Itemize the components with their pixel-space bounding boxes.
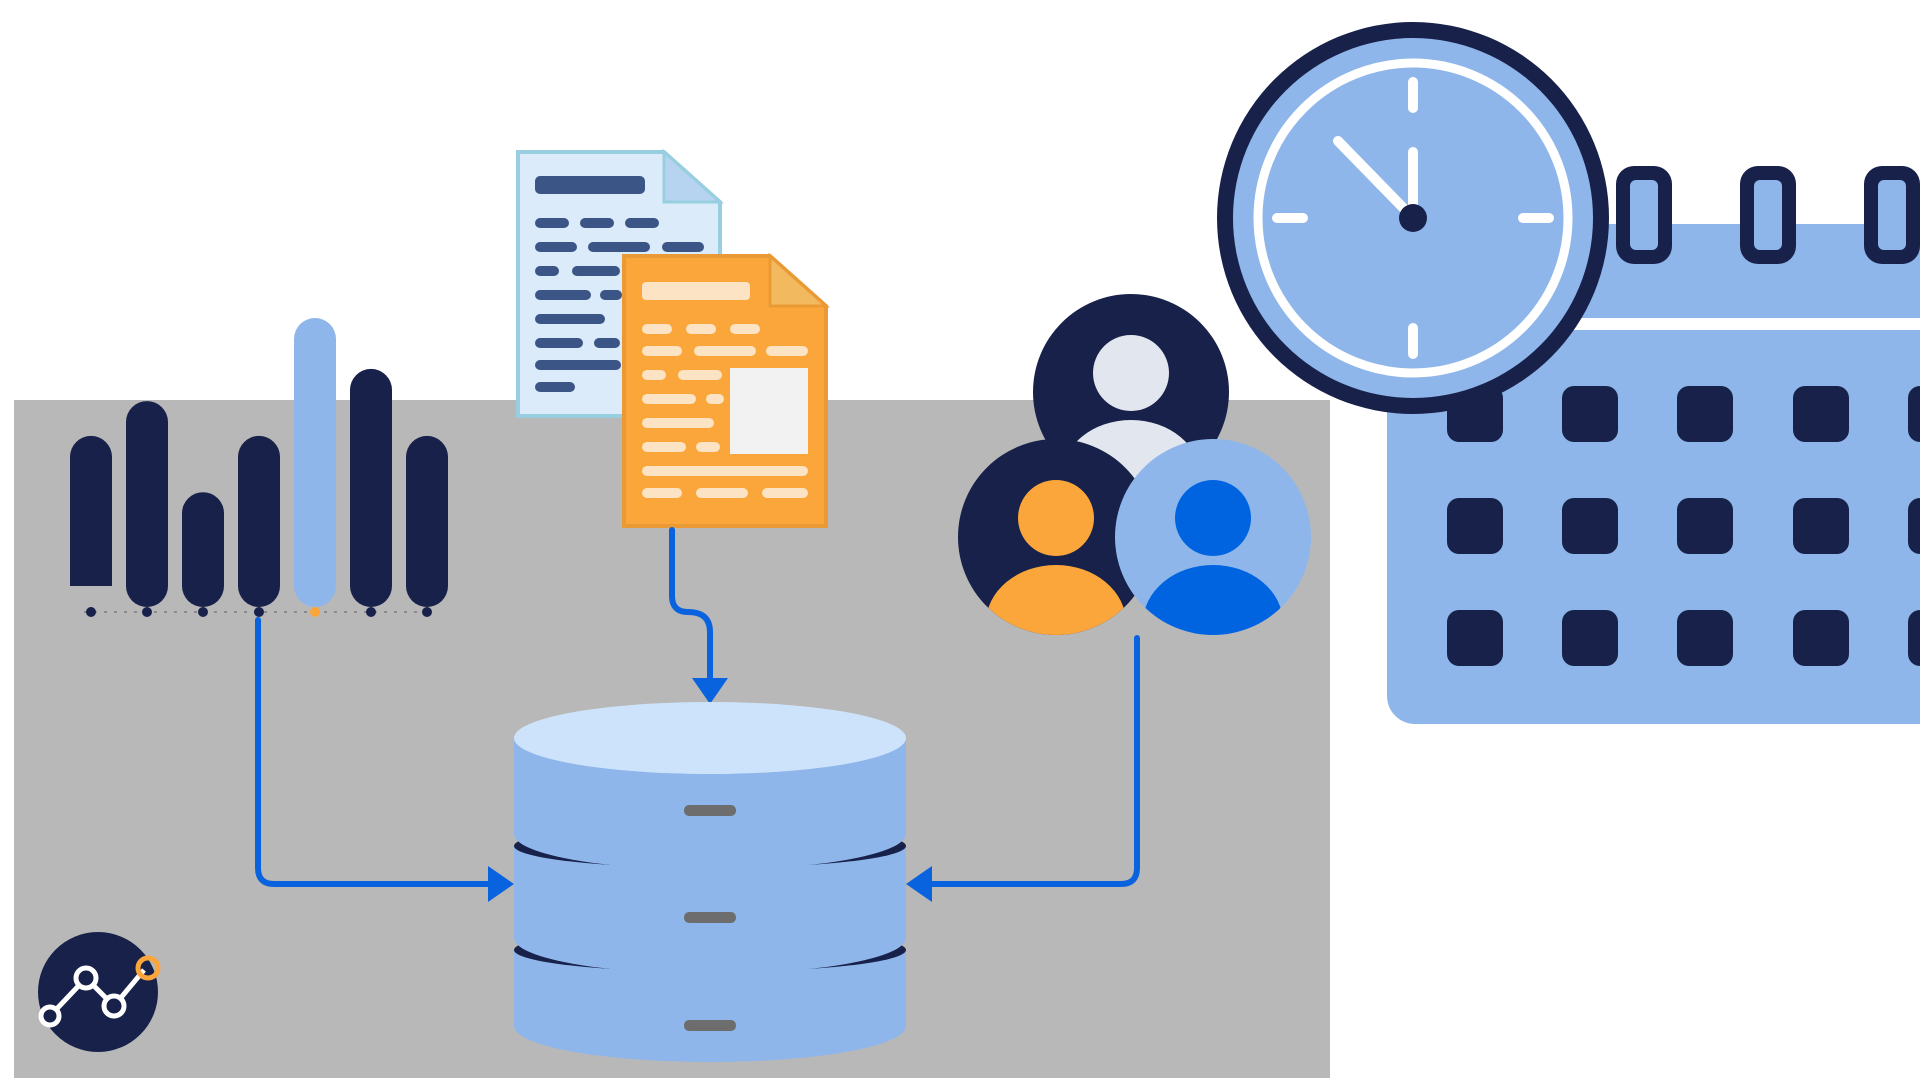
- arrowheads: [488, 678, 932, 902]
- chart-tick-dot: [86, 607, 96, 617]
- chart-tick-dot: [366, 607, 376, 617]
- chart-bar: [294, 318, 336, 607]
- database-icon: [514, 702, 906, 1062]
- arrowhead-down: [692, 678, 728, 704]
- chart-bar-base: [294, 578, 336, 580]
- arrow-from-documents: [669, 527, 713, 689]
- chart-bar: [406, 435, 448, 607]
- chart-tick-dot: [198, 607, 208, 617]
- chart-tick-dot: [142, 607, 152, 617]
- chart-bar-base: [238, 578, 280, 580]
- arrowhead-left: [906, 866, 932, 902]
- chart-bar: [238, 435, 280, 607]
- line-chart-logo-icon: [38, 932, 161, 1052]
- chart-bar: [70, 435, 112, 607]
- chart-tick-dot: [310, 607, 320, 617]
- chart-bar-base: [70, 578, 112, 580]
- chart-bar-base: [406, 578, 448, 580]
- connector-arrows: [255, 527, 1140, 887]
- clock-icon: [1217, 22, 1609, 414]
- arrow-from-chart: [255, 617, 497, 887]
- chart-bar-base: [126, 578, 168, 580]
- chart-bar-base: [350, 578, 392, 580]
- arrow-from-users: [923, 635, 1140, 887]
- arrowhead-right: [488, 866, 514, 902]
- document-front-icon: [622, 252, 830, 528]
- user-group-icon: [958, 294, 1311, 635]
- chart-tick-dot: [254, 607, 264, 617]
- chart-bar: [182, 492, 224, 607]
- chart-bar: [350, 368, 392, 607]
- chart-bar-base: [182, 578, 224, 580]
- chart-tick-dot: [422, 607, 432, 617]
- bar-chart-icon: [60, 318, 460, 617]
- chart-bar: [126, 401, 168, 607]
